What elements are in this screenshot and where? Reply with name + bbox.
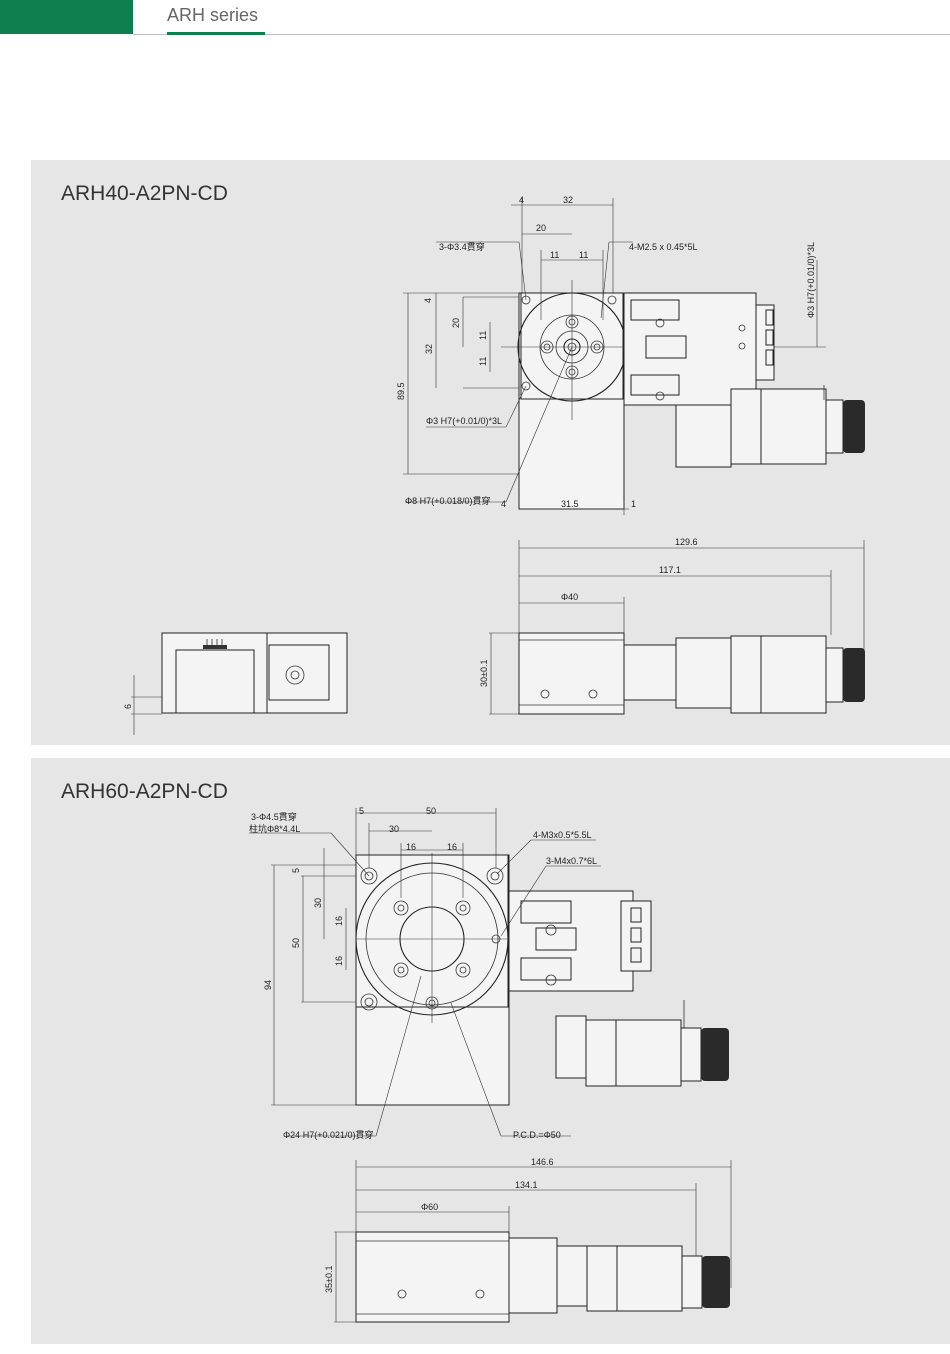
arh40-panel: ARH40-A2PN-CD <box>31 160 950 745</box>
holes-callout: 3-Φ3.4貫穿 <box>439 241 485 252</box>
dim-label: 16 <box>447 842 457 852</box>
dim-label: 4 <box>501 499 506 509</box>
dim-label: Φ40 <box>561 592 578 602</box>
dim-label: 129.6 <box>675 537 698 547</box>
dim-label: 94 <box>263 980 273 990</box>
dim-label: 4 <box>423 298 433 303</box>
dim-label: 5 <box>291 868 301 873</box>
thread-callout: 4-M3x0.5*5.5L <box>533 830 592 840</box>
pcd-callout: P.C.D.=Φ50 <box>513 1130 561 1140</box>
arh40-top-labels: 4 32 20 11 11 3-Φ3.4貫穿 4-M2.5 x 0.45*5L … <box>396 195 816 509</box>
arh40-top-dimensions <box>403 198 818 515</box>
dim-label: 20 <box>451 318 461 328</box>
arh40-front-labels: 129.6 117.1 Φ40 30±0.1 <box>479 537 698 687</box>
dim-label: 117.1 <box>659 565 681 575</box>
arh40-model-title: ARH40-A2PN-CD <box>61 182 228 205</box>
bore-callout: Φ24 H7(+0.021/0)貫穿 <box>283 1129 373 1140</box>
header-divider <box>133 34 950 35</box>
bore-callout: Φ8 H7(+0.018/0)貫穿 <box>405 495 490 506</box>
dim-label: 16 <box>334 916 344 926</box>
dim-label: 32 <box>563 195 573 205</box>
arh60-top-labels: 5 50 30 16 16 3-Φ4.5貫穿 柱坑Φ8*4.4L 4-M3x0.… <box>249 806 597 1140</box>
arh60-top-view <box>355 853 729 1106</box>
dim-label: 5 <box>359 806 364 816</box>
pin-right-callout: Φ3 H7(+0.01/0)*3L <box>806 242 816 318</box>
thread-callout: 4-M2.5 x 0.45*5L <box>629 242 698 252</box>
series-title: ARH series <box>167 5 259 25</box>
dim-label: 89.5 <box>396 382 406 400</box>
dim-label: 50 <box>426 806 436 816</box>
dim-label: 16 <box>334 956 344 966</box>
counterbore-callout: 柱坑Φ8*4.4L <box>249 823 300 834</box>
dim-label: 30±0.1 <box>479 660 489 687</box>
arh60-top-dimensions <box>249 808 601 1137</box>
dim-label: 11 <box>478 357 488 366</box>
header-accent-bar <box>0 0 133 34</box>
dim-label: 11 <box>478 331 488 340</box>
dim-label: 20 <box>536 223 546 233</box>
pin-left-callout: Φ3 H7(+0.01/0)*3L <box>426 416 502 426</box>
dim-label: 30 <box>313 898 323 908</box>
dim-label: 11 <box>550 250 559 260</box>
thread-callout: 3-M4x0.7*6L <box>546 856 597 866</box>
dim-label: 134.1 <box>515 1180 538 1190</box>
dim-label: Φ60 <box>421 1202 438 1212</box>
dim-label: 1 <box>631 499 636 509</box>
dim-label: 11 <box>579 250 588 260</box>
arh40-side-view <box>131 632 348 735</box>
dim-label: 31.5 <box>561 499 579 509</box>
dim-label: 30 <box>389 824 399 834</box>
dim-label: 50 <box>291 938 301 948</box>
dim-label: 32 <box>424 344 434 354</box>
dim-label: 4 <box>519 195 524 205</box>
dim-label: 35±0.1 <box>324 1266 334 1293</box>
arh40-front-view <box>489 540 865 715</box>
arh60-front-view <box>334 1160 732 1323</box>
series-title-underline <box>167 32 265 35</box>
arh60-front-labels: 146.6 134.1 Φ60 35±0.1 <box>324 1157 554 1293</box>
arh60-technical-drawing: 5 50 30 16 16 3-Φ4.5貫穿 柱坑Φ8*4.4L 4-M3x0.… <box>249 806 732 1323</box>
arh40-technical-drawing: 4 32 20 11 11 3-Φ3.4貫穿 4-M2.5 x 0.45*5L … <box>123 195 865 735</box>
arh60-panel: ARH60-A2PN-CD <box>31 758 950 1344</box>
arh60-model-title: ARH60-A2PN-CD <box>61 780 228 803</box>
dim-label: 16 <box>406 842 416 852</box>
dim-label: 6 <box>123 704 133 709</box>
arh40-top-view <box>501 280 865 510</box>
holes-callout: 3-Φ4.5貫穿 <box>251 811 297 822</box>
dim-label: 146.6 <box>531 1157 554 1167</box>
